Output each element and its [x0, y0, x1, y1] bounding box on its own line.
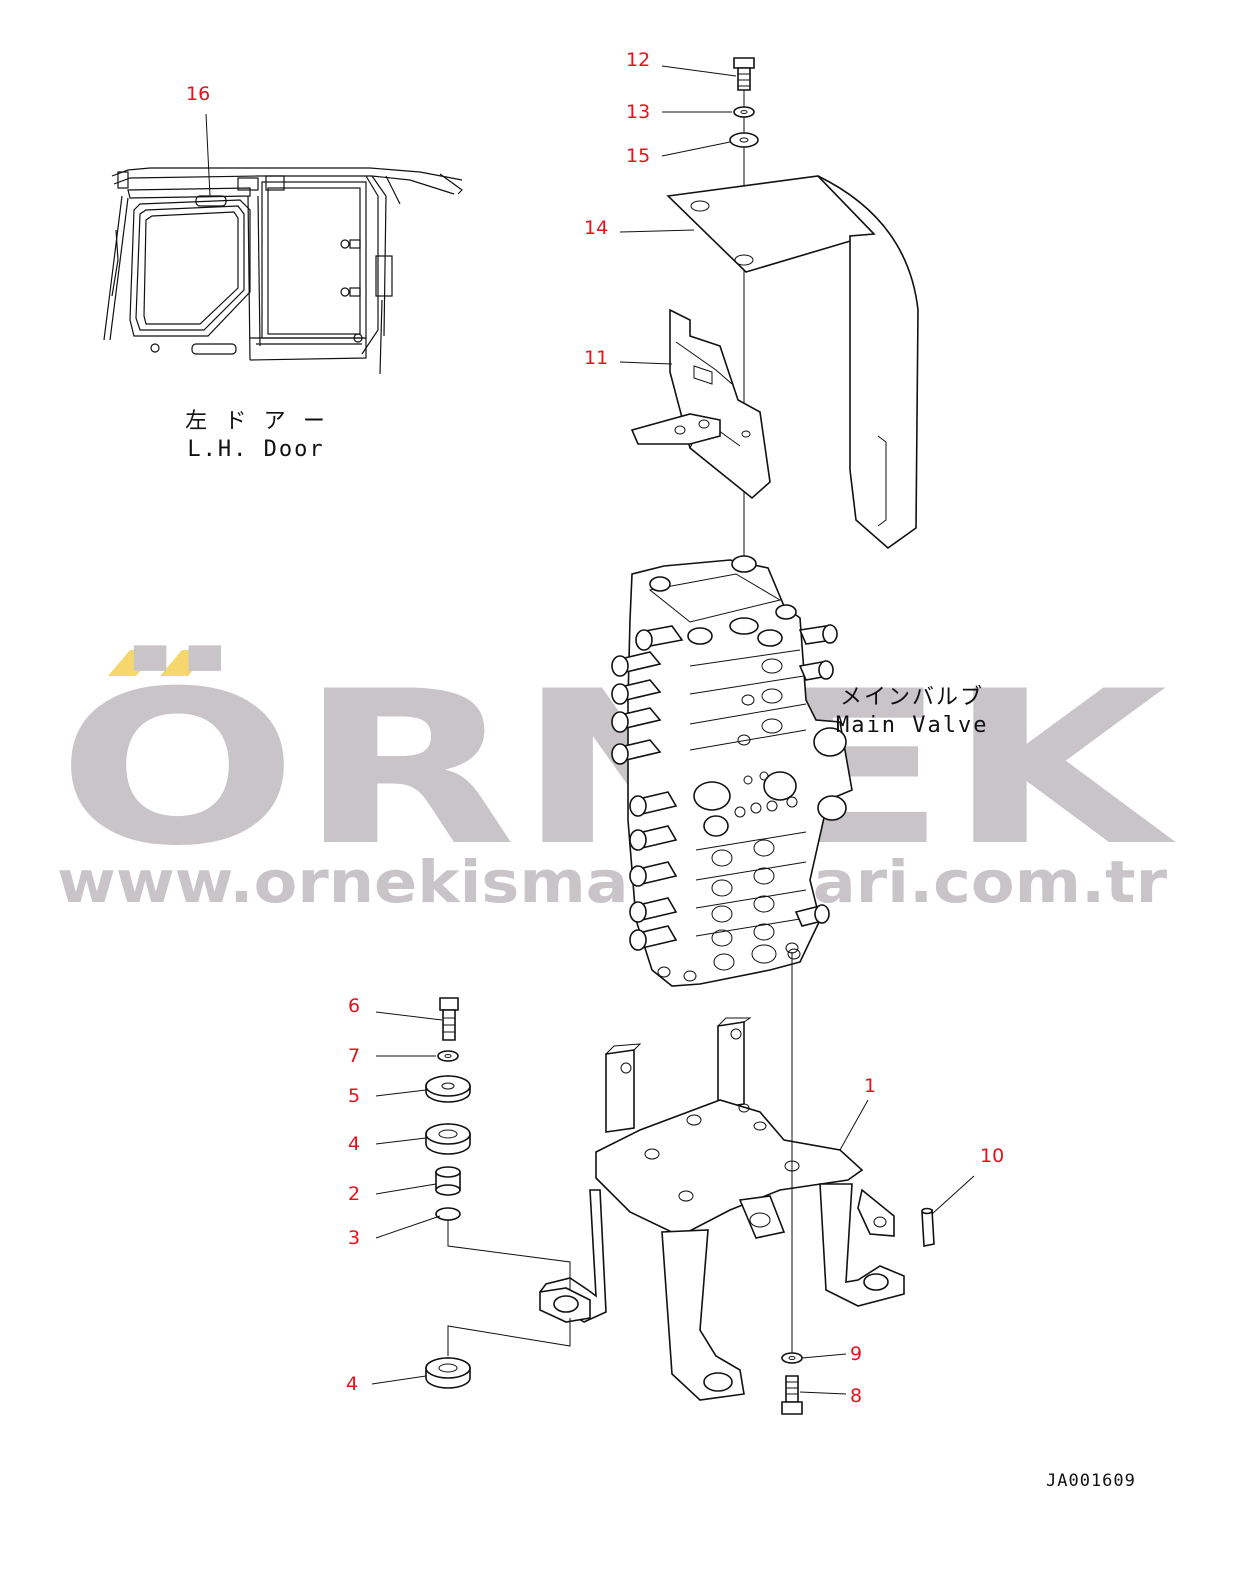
callout-5: 5	[348, 1085, 360, 1107]
watermark-accent-right	[160, 650, 210, 676]
door-caption-jp: 左 ド ア ー	[185, 409, 327, 434]
callout-7: 7	[348, 1045, 360, 1067]
callout-4-lower: 4	[346, 1373, 358, 1395]
mount-bracket-1	[538, 1017, 905, 1401]
callout-labels: 12 13 15 14 11 16 6 7 5 4 2 3 4 1 10 9 8	[186, 49, 1004, 1407]
bolt-12	[733, 57, 755, 91]
callout-15: 15	[626, 145, 650, 167]
callout-12: 12	[626, 49, 650, 71]
top-hardware	[630, 57, 919, 560]
callout-9: 9	[850, 1343, 862, 1365]
callout-6: 6	[348, 995, 360, 1017]
callout-2: 2	[348, 1183, 360, 1205]
callout-16: 16	[186, 83, 210, 105]
callout-4-upper: 4	[348, 1133, 360, 1155]
main-valve	[611, 555, 853, 987]
callout-13: 13	[626, 101, 650, 123]
door-caption-en: L.H. Door	[187, 437, 324, 462]
washer-15	[729, 132, 759, 148]
valve-caption-jp: メインバルブ	[840, 685, 984, 710]
watermark-url: www.ornekismakparlari.com.tr	[57, 848, 1167, 916]
valve-caption-en: Main Valve	[836, 713, 988, 738]
valve-bolt-hardware	[781, 952, 935, 1415]
captions: 左 ド ア ー L.H. Door メインバルブ Main Valve JA00…	[185, 409, 1136, 1491]
drawing-id: JA001609	[1046, 1471, 1136, 1491]
callout-14: 14	[584, 217, 608, 239]
mount-hardware	[425, 997, 571, 1389]
lh-door-drawing	[103, 167, 463, 375]
bracket-11	[630, 308, 771, 500]
washer-13	[733, 106, 755, 118]
callout-11: 11	[584, 347, 608, 369]
leader-lines	[205, 65, 975, 1395]
watermark-accent-left	[108, 650, 158, 676]
cover-14	[666, 175, 919, 550]
callout-8: 8	[850, 1385, 862, 1407]
callout-1: 1	[864, 1075, 876, 1097]
callout-3: 3	[348, 1227, 360, 1249]
callout-10: 10	[980, 1145, 1004, 1167]
